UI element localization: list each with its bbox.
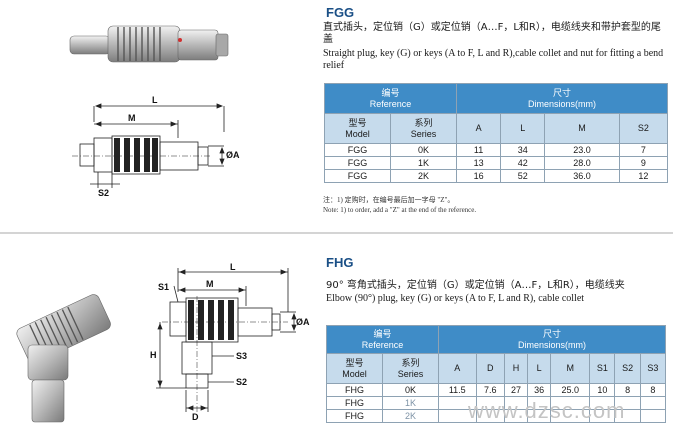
fgg-dim-M: M [128,113,136,123]
fgg-col-header: A [455,113,502,144]
section-divider [0,232,673,234]
fgg-dim-S2: S2 [98,188,109,198]
fhg-description-cn: 90° 弯角式插头，定位销（G）或定位销（A…F，L和R），电缆线夹 [326,280,625,291]
fgg-note-cn: 注：1) 定购时，在编号最后加一字母 "Z"。 [323,196,455,204]
fhg-col-header: L [527,353,552,384]
fhg-product-photo [16,294,111,423]
fhg-title: FHG [326,255,354,270]
fhg-dim-A: ØA [296,317,310,327]
fhg-description-en: Elbow (90°) plug, key (G) or keys (A to … [326,293,585,304]
fhg-col-header: S3 [639,353,667,384]
fhg-dim-M: M [206,279,214,289]
fgg-col-header: M [544,113,620,144]
fgg-title: FGG [326,5,355,20]
fhg-col-header: A [438,353,477,384]
fhg-dim-S1: S1 [158,282,169,292]
fhg-dim-S2: S2 [236,377,247,387]
fgg-note-en: Note: 1) to order, add a "Z" at the end … [323,206,477,214]
fgg-col-header: L [500,113,546,144]
fgg-dim-L: L [152,95,158,105]
fhg-col-header: D [475,353,505,384]
fhg-col-header: H [503,353,529,384]
fhg-col-header: S2 [614,353,641,384]
fhg-technical-drawing: L M S1 ØA H S3 S2 D [150,262,310,422]
fhg-dim-H: H [150,350,157,360]
fgg-product-photo [69,25,229,63]
fhg-dim-D: D [192,412,199,422]
fgg-description-en: Straight plug, key (G) or keys (A to F, … [323,48,664,71]
fgg-description-cn: 直式插头，定位销（G）或定位销（A…F，L和R），电缆线夹和带护套型的尾盖 [323,22,661,45]
fhg-dim-L: L [230,262,236,272]
watermark: www.dzsc.com [468,398,626,423]
fgg-technical-drawing: L M ØA S2 [72,95,240,198]
fhg-col-header: S1 [589,353,616,384]
fgg-col-header: S2 [618,113,669,144]
fhg-dim-S3: S3 [236,351,247,361]
fgg-dim-A: ØA [226,150,240,160]
fhg-col-header: M [550,353,591,384]
